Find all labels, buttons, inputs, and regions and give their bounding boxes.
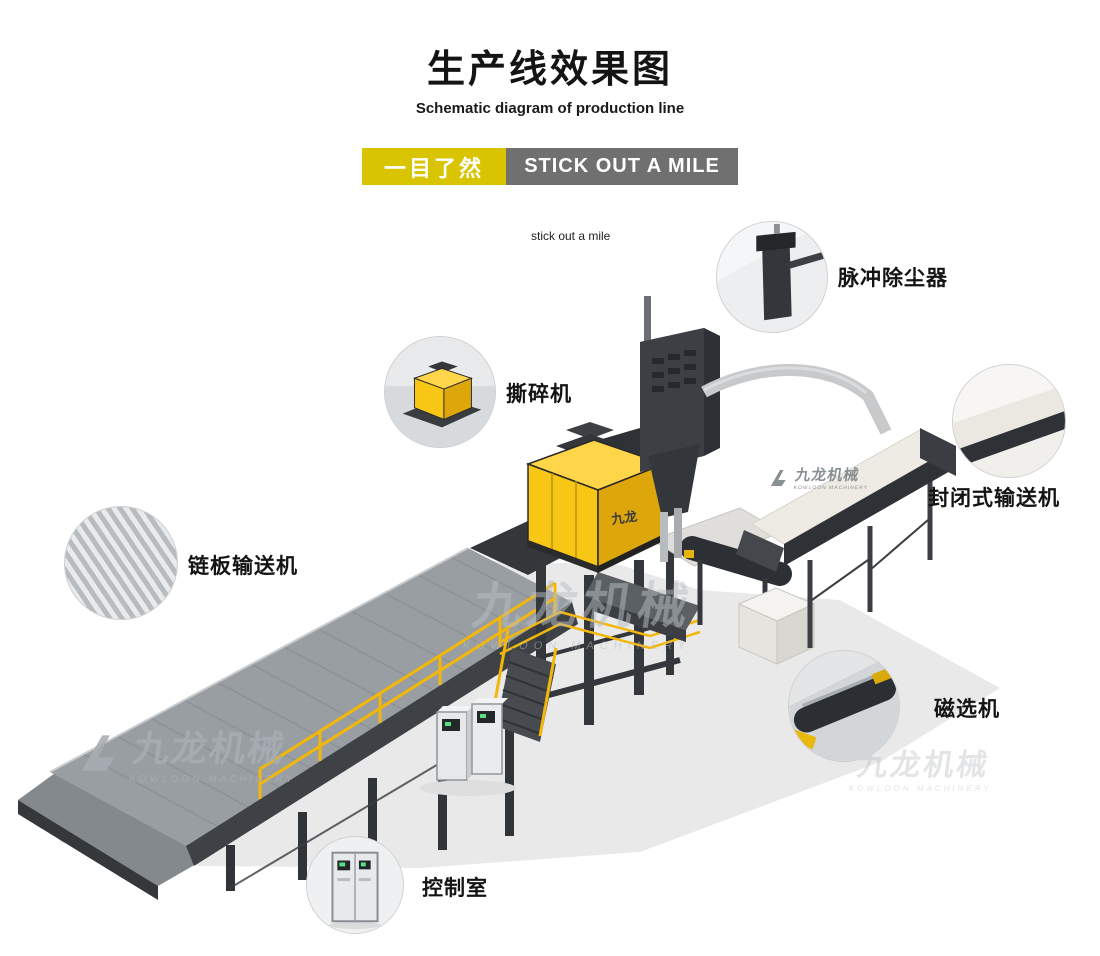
pulse-dust-collector-label: 脉冲除尘器 [838, 267, 948, 290]
shredder-brand-label: 九龙 [609, 508, 638, 527]
enclosed-conveyor-label: 封闭式输送机 [928, 487, 1060, 510]
page-title: 生产线效果图 [426, 49, 673, 91]
feed-end-section [18, 768, 210, 900]
stairs [490, 629, 558, 742]
conveyor-railing [258, 581, 557, 799]
shredder-thumb [385, 337, 495, 447]
enclosed-conveyor-3d [736, 428, 956, 648]
shredder-3d: 九龙 [525, 422, 667, 574]
control-cabinets-3d [420, 698, 516, 796]
dust-collector-thumb [717, 222, 827, 332]
banner-left-label: 一目了然 [362, 148, 506, 185]
shredder-photo [384, 336, 496, 448]
chain-plate-conveyor-label: 链板输送机 [188, 555, 298, 578]
page-subtitle: Schematic diagram of production line [415, 100, 685, 117]
tagline: stick out a mile [531, 229, 611, 243]
magnetic-separator-photo [788, 650, 900, 762]
control-room-thumb [307, 837, 403, 933]
banner-right-label: STICK OUT A MILE [506, 148, 738, 185]
banner: 一目了然 STICK OUT A MILE [362, 148, 738, 185]
enclosed-conveyor-thumb [953, 365, 1065, 477]
control-room-label: 控制室 [422, 877, 488, 900]
collection-bin-3d [737, 587, 816, 665]
magnetic-separator-label: 磁选机 [934, 698, 1000, 721]
enclosed-conveyor-photo [952, 364, 1066, 478]
control-room-photo [306, 836, 404, 934]
shredder-label: 撕碎机 [506, 383, 572, 406]
pulse-dust-collector-photo [716, 221, 828, 333]
magnetic-separator-thumb [789, 651, 899, 761]
dust-collector-3d [640, 296, 892, 562]
chain-plate-conveyor-photo [64, 506, 178, 620]
